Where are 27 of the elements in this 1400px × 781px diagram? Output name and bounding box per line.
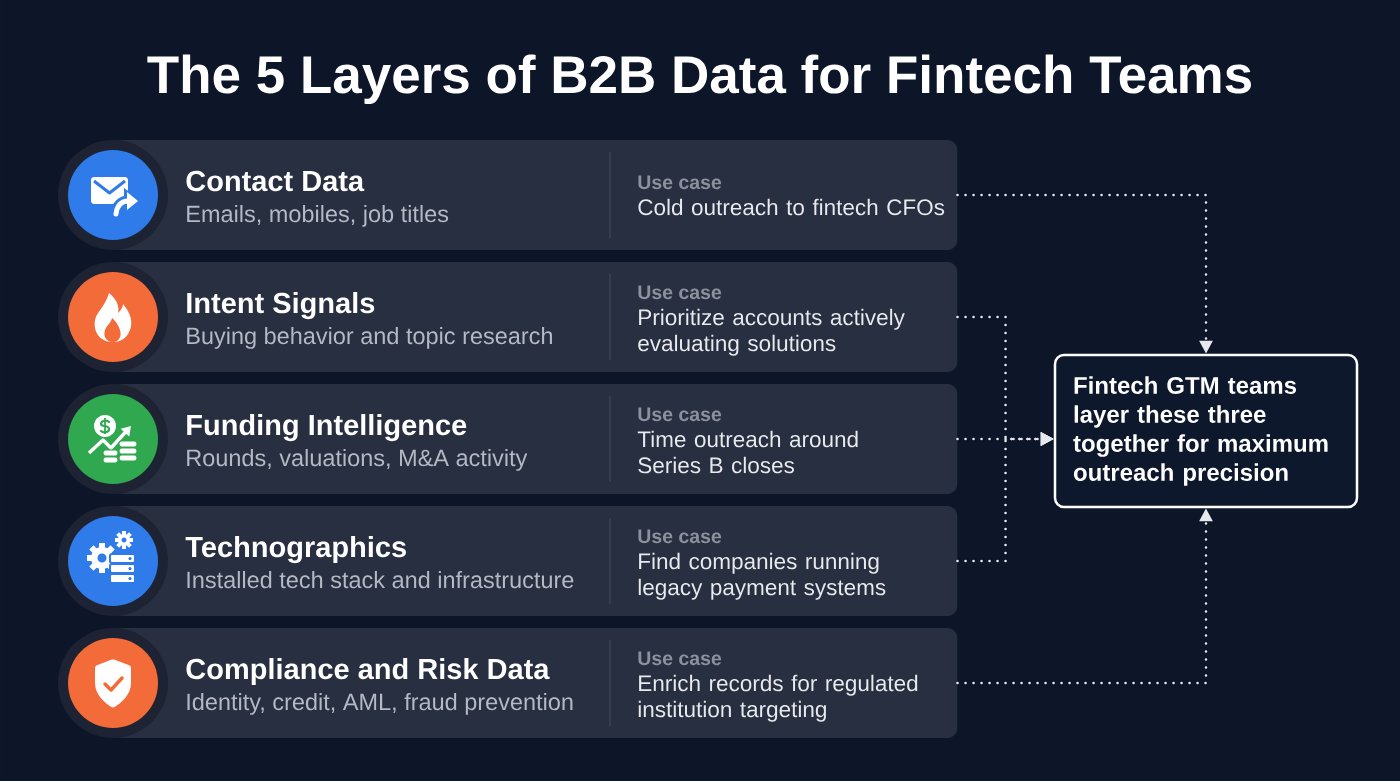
use-case-label: Use case [638,175,722,190]
use-case-label: Use case [638,651,722,666]
title: The 5 Layers of B2B Data for Fintech Teams [147,54,1251,104]
use-case-text: Find companies running legacy payment systems [638,552,886,600]
card-title: Contact Data [186,170,365,192]
layer-card [58,140,958,250]
card-subtitle: Installed tech stack and infrastructure [187,570,574,589]
use-case-label: Use case [638,407,722,422]
layer-card [58,384,958,494]
use-case-label: Use case [638,529,722,544]
card-title: Compliance and Risk Data [186,658,550,685]
layer-card [58,506,958,616]
card-subtitle: Rounds, valuations, M&A activity [187,448,528,471]
use-case-text: Cold outreach to fintech CFOs [638,198,945,216]
use-case-text: Enrich records for regulated institution targeting [638,674,918,722]
card-title: Funding Intelligence [187,414,467,442]
summary-box: Fintech GTM teams layer these three together for maximum outreach precision [1053,353,1359,509]
card-title: Intent Signals [187,292,375,320]
card-title: Technographics [185,536,406,564]
card-subtitle: Emails, mobiles, job titles [187,204,449,227]
use-case-label: Use case [638,285,722,300]
layer-card [58,262,958,372]
card-subtitle: Identity, credit, AML, fraud prevention [187,692,573,715]
use-case-text: Prioritize accounts actively evaluating solutions [638,308,905,356]
use-case-text: Time outreach around Series B closes [637,430,858,474]
layer-card [58,628,958,738]
card-subtitle: Buying behavior and topic research [187,326,552,349]
